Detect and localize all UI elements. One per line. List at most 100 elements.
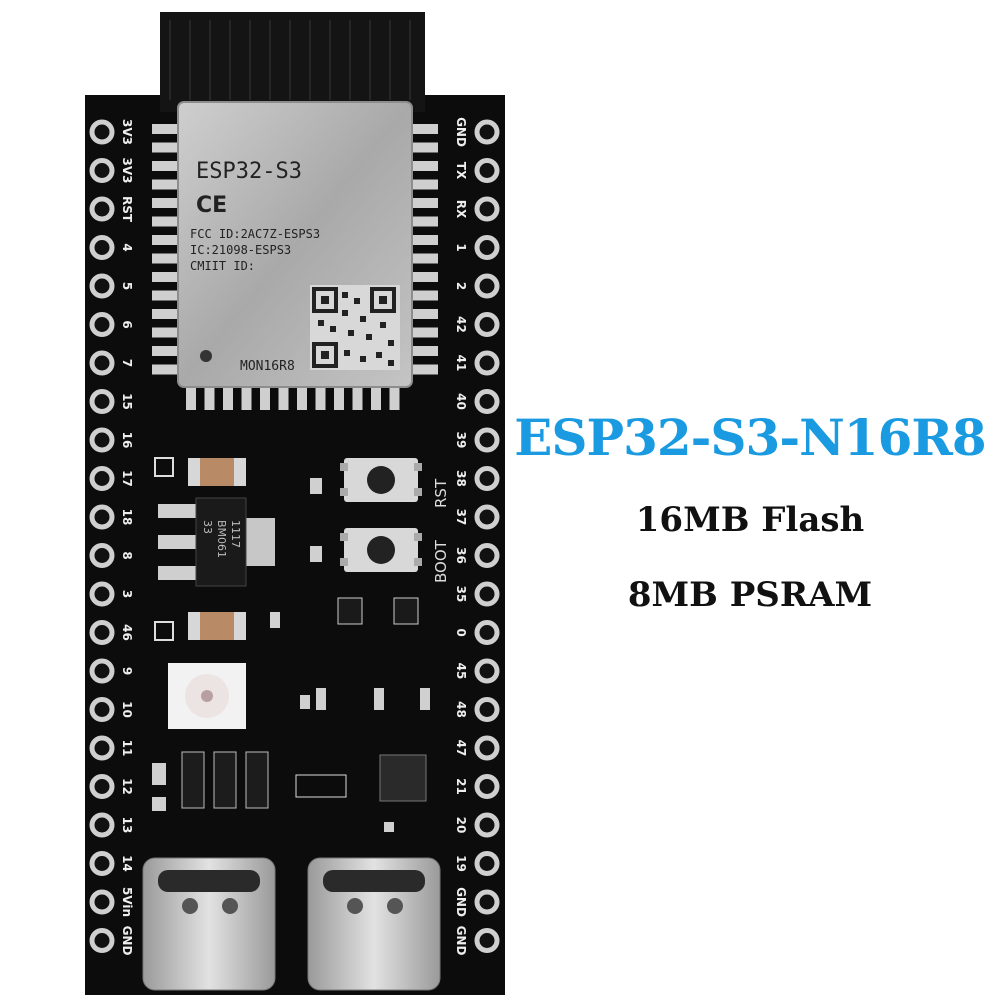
- transistors: [337, 597, 419, 625]
- module-pad: [412, 179, 438, 190]
- right-pin-label: 39: [454, 432, 468, 449]
- module-pad: [152, 327, 178, 338]
- right-pin-label: 41: [454, 355, 468, 372]
- right-pin-label: 19: [454, 855, 468, 872]
- right-pin-hole: [474, 620, 500, 645]
- module-pad: [334, 386, 344, 410]
- header-pin-holes: [89, 119, 500, 953]
- left-pin-label: 14: [120, 855, 134, 872]
- module-pad: [152, 198, 178, 208]
- left-pin-label: 12: [120, 778, 134, 795]
- left-pin-hole: [89, 581, 115, 607]
- voltage-regulator: 1117 33 BM061: [158, 497, 275, 587]
- rst-button[interactable]: [340, 458, 422, 502]
- module-pad: [352, 386, 363, 410]
- left-pin-label: 17: [120, 470, 134, 487]
- left-pin-hole: [89, 658, 115, 684]
- boot-button[interactable]: [340, 528, 422, 572]
- right-pin-hole: [474, 812, 500, 838]
- right-pin-label: 36: [454, 547, 468, 564]
- module-pad: [152, 272, 178, 282]
- module-pad: [412, 309, 438, 319]
- right-pin-label: 1: [454, 243, 468, 251]
- left-pin-hole: [89, 350, 115, 376]
- right-pin-hole: [474, 735, 500, 761]
- left-pin-label: 18: [120, 509, 134, 526]
- right-pin-label: 0: [454, 628, 468, 636]
- right-pin-label: 38: [454, 470, 468, 487]
- left-pin-label: 6: [120, 320, 134, 328]
- module-pad: [152, 142, 178, 153]
- diodes: [181, 751, 269, 809]
- left-pin-hole: [89, 119, 115, 145]
- right-pin-label: 45: [454, 663, 468, 680]
- module-pad: [152, 179, 178, 190]
- left-pin-label: GND: [120, 926, 134, 956]
- right-pin-label: TX: [454, 162, 468, 180]
- module-pad: [152, 235, 178, 245]
- left-pin-label: 15: [120, 393, 134, 410]
- right-pin-label: GND: [454, 887, 468, 917]
- right-pin-hole: [474, 119, 500, 145]
- module-pad: [152, 216, 178, 227]
- module-pad: [204, 386, 215, 410]
- module-pad: [412, 253, 438, 264]
- module-pad: [412, 272, 438, 282]
- module-pad: [412, 364, 438, 375]
- right-pin-label: GND: [454, 926, 468, 956]
- left-pin-hole: [89, 504, 115, 530]
- left-pin-label: 9: [120, 667, 134, 675]
- usb-c-port-left: [142, 857, 276, 991]
- module-pad: [241, 386, 252, 410]
- module-pad: [152, 309, 178, 319]
- smd-components: [152, 478, 430, 832]
- left-pin-hole: [89, 889, 115, 915]
- module-pad: [152, 124, 178, 134]
- module-pad: [315, 386, 326, 410]
- right-pin-hole: [474, 543, 500, 568]
- pin1-dot: [200, 350, 212, 362]
- left-pin-label: 4: [120, 243, 134, 251]
- left-pin-hole: [89, 697, 115, 722]
- ic-id: IC:21098-ESPS3: [190, 243, 291, 257]
- module-pad: [278, 386, 289, 410]
- module-pad: [412, 346, 438, 356]
- right-pin-label: 48: [454, 701, 468, 718]
- right-pin-hole: [474, 889, 500, 915]
- left-pin-hole: [89, 427, 115, 453]
- right-pin-label: 40: [454, 393, 468, 410]
- module-pad: [412, 216, 438, 227]
- module-castellated-pads: [152, 124, 438, 410]
- left-pin-hole: [89, 389, 115, 414]
- module-pad: [260, 386, 270, 410]
- right-pin-hole: [474, 158, 500, 183]
- capacitor-bottom: [188, 612, 246, 640]
- right-pin-label: 47: [454, 740, 468, 757]
- module-pad: [412, 142, 438, 153]
- module-pad: [297, 386, 307, 410]
- module-pad: [152, 290, 178, 301]
- rst-label: RST: [432, 478, 450, 508]
- left-pin-hole: [89, 312, 115, 337]
- left-pin-hole: [89, 620, 115, 645]
- module-pad: [152, 161, 178, 171]
- module-name: ESP32-S3: [196, 159, 302, 184]
- flash-spec: 16MB Flash: [635, 500, 865, 540]
- antenna-area: [160, 12, 425, 112]
- right-pin-hole: [474, 658, 500, 684]
- left-pin-hole: [89, 235, 115, 260]
- right-pin-hole: [474, 774, 500, 799]
- left-pin-label: 13: [120, 817, 134, 834]
- module-pad: [152, 364, 178, 375]
- regulator-marking-3: BM061: [215, 520, 228, 558]
- usb-c-port-right: [307, 857, 441, 991]
- header-pin-labels: 3V33V3RST4567151617188346910111213145Vin…: [120, 117, 468, 955]
- fcc-id: FCC ID:2AC7Z-ESPS3: [190, 227, 320, 241]
- right-pin-label: GND: [454, 117, 468, 147]
- left-pin-hole: [89, 273, 115, 299]
- right-pin-hole: [474, 851, 500, 876]
- regulator-marking-1: 1117: [229, 520, 242, 548]
- left-pin-label: 3: [120, 590, 134, 598]
- right-pin-hole: [474, 196, 500, 222]
- right-pin-label: 2: [454, 282, 468, 290]
